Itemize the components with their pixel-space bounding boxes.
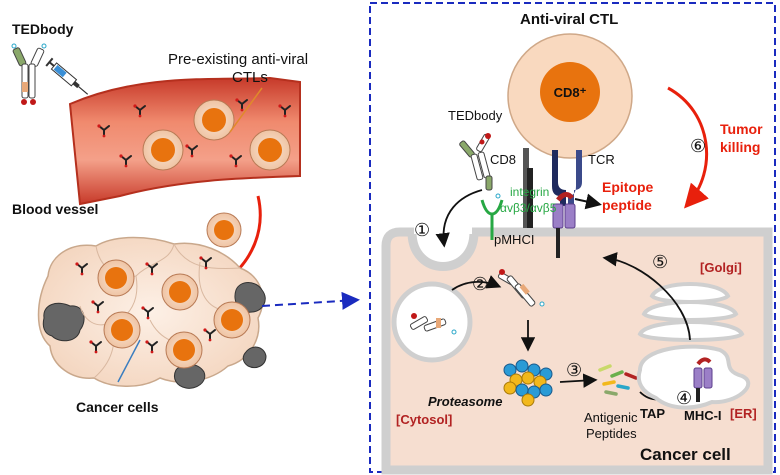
blood-vessel-label: Blood vessel <box>12 201 98 217</box>
tumor-mass <box>37 236 264 387</box>
cytosol-antibody <box>497 269 545 307</box>
antigenic-peptides <box>598 364 650 396</box>
endosome-antibody <box>409 313 457 335</box>
antigenic-label-2: Peptides <box>586 426 637 441</box>
step-1: ① <box>414 220 430 240</box>
ctl-cell <box>193 99 235 141</box>
tedbody-label: TEDbody <box>448 108 503 123</box>
zoom-arrow <box>261 291 360 310</box>
cancer-cells-pointer <box>117 339 141 383</box>
antigenic-label-1: Antigenic <box>584 410 638 425</box>
integrin-receptor <box>480 199 504 216</box>
tumor-killing-label-2: killing <box>720 139 760 155</box>
tumor-ctl <box>97 259 135 297</box>
ctl-label-line2: CTLs <box>232 69 268 86</box>
step-3: ③ <box>566 360 582 380</box>
step-5: ⑤ <box>652 252 668 272</box>
tumor-ctl <box>213 301 251 339</box>
proteasome-icon <box>503 359 553 407</box>
ctl-label-line1: Pre-existing anti-viral <box>168 51 308 68</box>
tcr-label: TCR <box>588 152 615 167</box>
tumor-killing-arrow <box>667 86 709 209</box>
proteasome-label: Proteasome <box>428 394 502 409</box>
tcr-receptor <box>552 150 582 206</box>
tedbody-antibody <box>459 133 501 199</box>
step-4: ④ <box>676 388 692 408</box>
pmhci-complex <box>552 203 576 258</box>
step-6: ⑥ <box>690 136 706 156</box>
cancer-cell-label: Cancer cell <box>640 445 731 464</box>
tap-label: TAP <box>640 406 665 421</box>
er-label: [ER] <box>730 406 757 421</box>
tumor-ctl <box>165 331 203 369</box>
syringe-icon <box>45 57 89 95</box>
golgi-icon <box>637 282 745 342</box>
extravasating-ctl <box>206 212 242 248</box>
integrin-types: αvβ3/αvβ5 <box>500 201 557 215</box>
endocytic-pit <box>407 231 479 271</box>
cd8-coreceptor <box>523 148 533 228</box>
dead-cell <box>173 363 206 389</box>
ctl-cell <box>249 129 291 171</box>
tumor-killing-label-1: Tumor <box>720 121 763 137</box>
left-panel: TEDbody <box>11 21 360 415</box>
tumor-ctl <box>161 273 199 311</box>
cytosol-label: [Cytosol] <box>396 412 452 427</box>
tumor-ctl <box>103 311 141 349</box>
epitope-label-2: peptide <box>602 197 652 213</box>
ctl-cell <box>142 129 184 171</box>
step-2: ② <box>472 274 488 294</box>
antibody-icon <box>11 43 47 105</box>
cd8-plus-label: CD8⁺ <box>554 85 587 100</box>
cd8-t-cell: CD8⁺ <box>507 33 633 159</box>
ctl-title: Anti-viral CTL <box>520 11 618 28</box>
epitope-peptide <box>556 192 574 202</box>
dead-cell <box>242 346 267 369</box>
tedbody-title: TEDbody <box>12 21 74 37</box>
mhc-i-complex <box>693 357 713 402</box>
dead-cell <box>42 302 85 342</box>
right-panel: Anti-viral CTL CD8⁺ CD8 TCR <box>369 2 776 475</box>
endosome <box>391 281 473 363</box>
pmhci-label: pMHCI <box>494 232 534 247</box>
zoom-frame <box>369 2 776 473</box>
ctl-pointer <box>229 87 263 133</box>
cd8-label: CD8 <box>490 152 516 167</box>
mhc-i-label: MHC-I <box>684 408 722 423</box>
integrin-label: integrin <box>510 185 549 199</box>
cancer-cells-label: Cancer cells <box>76 399 159 415</box>
epitope-label-1: Epitope <box>602 179 654 195</box>
golgi-label: [Golgi] <box>700 260 742 275</box>
